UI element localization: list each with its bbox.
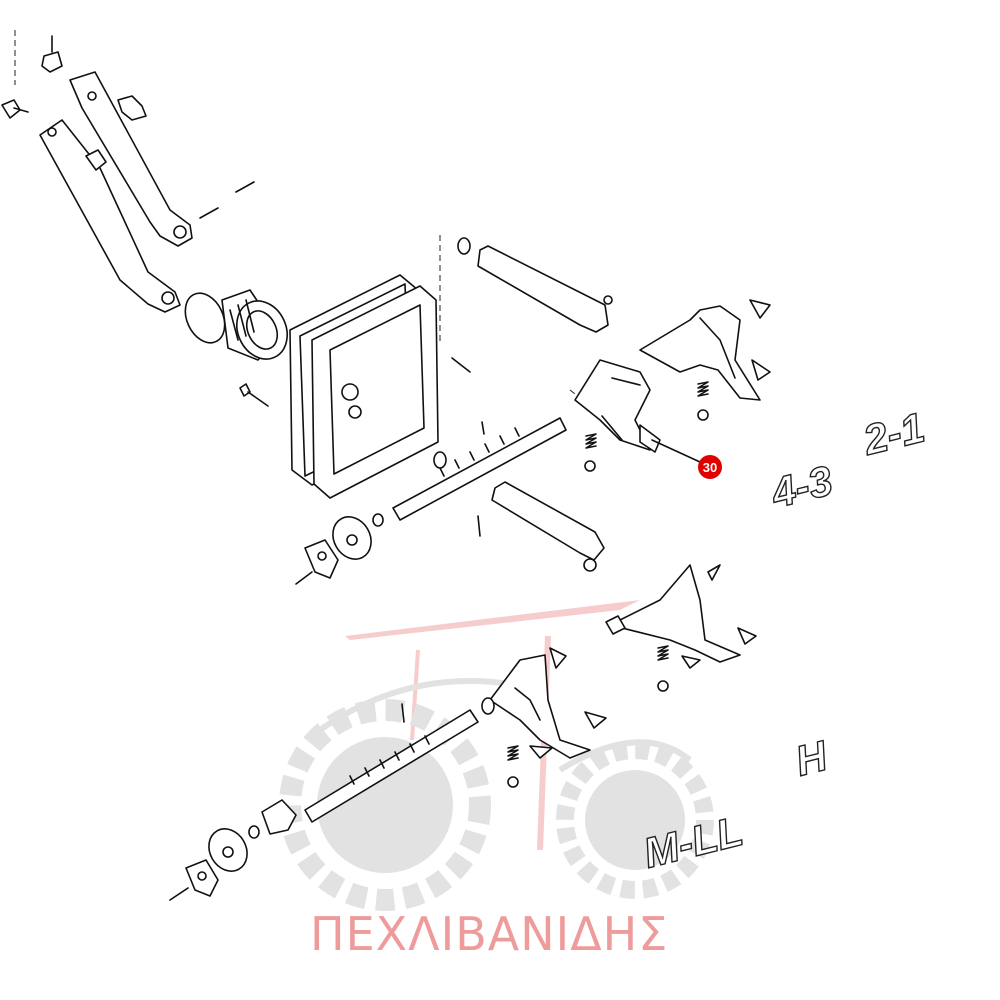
shift-fork-h: [605, 564, 757, 669]
gear-label-4-3: 4-3: [765, 456, 838, 518]
dowel-pins: [199, 181, 255, 219]
cover-plate-main: [311, 285, 439, 499]
rubber-boot: [184, 289, 288, 361]
shift-fork-2-1: [639, 299, 771, 401]
watermark-gear-left: [279, 699, 491, 911]
detent-spring-lower-2: [657, 645, 669, 692]
flange-upper: [332, 513, 384, 560]
gear-label-2-1: 2-1: [857, 403, 930, 465]
selector-shaft-upper: [457, 237, 613, 333]
watermark-gear-right: [556, 741, 714, 899]
bolt-cover: [239, 383, 269, 407]
svg-text:H: H: [791, 731, 833, 784]
watermark-logo: [279, 600, 714, 911]
svg-text:2-1: 2-1: [858, 403, 929, 464]
nut-top: [41, 35, 63, 73]
interlock-bracket: [261, 799, 297, 835]
shift-lever-lower: [39, 119, 181, 313]
detent-spring-lower-1: [507, 745, 519, 788]
nut-lever: [85, 149, 107, 171]
svg-text:4-3: 4-3: [766, 456, 837, 517]
bolt-left: [1, 99, 29, 119]
watermark-text: ΠΕΧΛΙΒΑΝΙΔΗΣ: [310, 907, 668, 961]
shift-fork-4-3: [574, 359, 661, 453]
lock-plate-lower: [169, 859, 219, 901]
lock-plate-upper: [295, 539, 339, 585]
detent-spring-upper-2: [697, 381, 709, 421]
selector-rail-lower: [304, 697, 495, 823]
shift-fork-m-ll: [489, 647, 607, 759]
callout-30[interactable]: 30: [651, 439, 722, 479]
selector-rail-main: [392, 417, 567, 521]
callout-badge-30[interactable]: [698, 455, 722, 479]
detent-spring-upper-1: [584, 433, 597, 472]
callout-number-30: 30: [703, 460, 717, 475]
flange-lower: [208, 825, 260, 872]
pin-long: [451, 357, 471, 373]
gear-label-h: H: [790, 731, 834, 786]
bolt-stub-upper: [117, 95, 147, 121]
selector-shaft-middle: [477, 481, 605, 572]
shift-lever-upper: [69, 71, 193, 247]
